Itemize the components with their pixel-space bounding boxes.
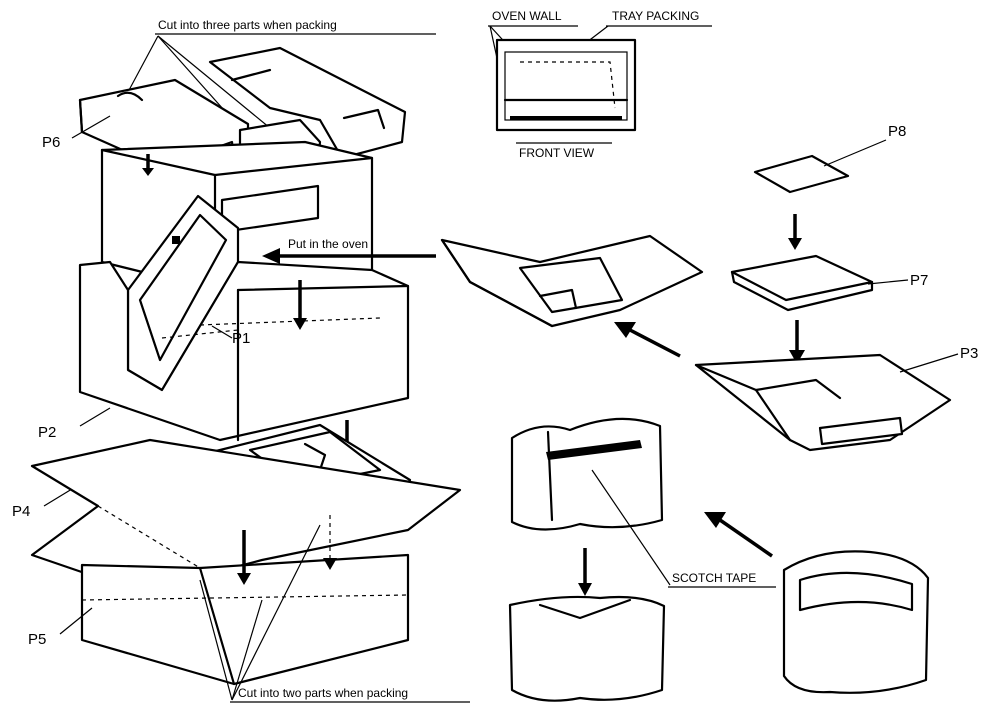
p2-outer-box: P1 P2: [38, 260, 410, 465]
label-p2: P2: [38, 424, 56, 441]
label-p7: P7: [910, 272, 928, 289]
scotch-tape-label: SCOTCH TAPE: [672, 571, 756, 585]
p7-tray-pad: P7: [730, 254, 928, 364]
oven-wall-label: OVEN WALL: [492, 9, 562, 23]
bag-stages: SCOTCH TAPE: [508, 417, 930, 702]
label-p6: P6: [42, 134, 60, 151]
put-in-oven-arrow: Put in the oven: [262, 237, 436, 264]
scotch-tape-strip: [546, 440, 642, 460]
label-p8: P8: [888, 123, 906, 140]
cut-two-parts-text: Cut into two parts when packing: [238, 686, 408, 700]
label-p5: P5: [28, 631, 46, 648]
p8-sheet: P8: [753, 123, 906, 250]
p5-carton: P5: [28, 438, 462, 686]
put-in-oven-text: Put in the oven: [288, 237, 368, 251]
tray-packing-label: TRAY PACKING: [612, 9, 699, 23]
cut-two-parts-note: Cut into two parts when packing: [199, 524, 470, 703]
front-view-inset: OVEN WALL TRAY PACKING FRONT VIEW: [488, 9, 712, 160]
label-p3: P3: [960, 345, 978, 362]
bag-open: [782, 550, 930, 694]
p3-tray-packing: P3: [694, 345, 978, 452]
front-view-label: FRONT VIEW: [519, 146, 595, 160]
label-p1: P1: [232, 330, 250, 347]
tray-assembled: [440, 234, 704, 358]
bag-taped: [510, 417, 664, 531]
cut-three-parts-text: Cut into three parts when packing: [158, 18, 337, 32]
bag-folded: [508, 595, 666, 702]
label-p4: P4: [12, 503, 30, 520]
